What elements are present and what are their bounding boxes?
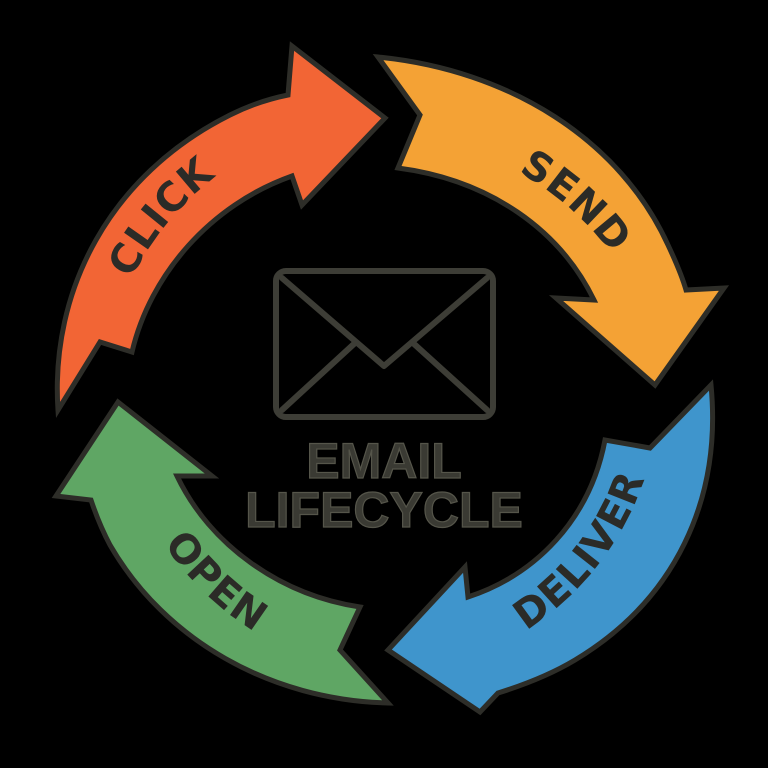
center-title-line1: EMAIL (306, 433, 462, 489)
send-arrow (372, 53, 730, 389)
stage-open: OPEN (51, 398, 394, 706)
center-title-line2: LIFECYCLE (245, 482, 523, 538)
stage-send: SEND (372, 53, 730, 389)
deliver-arrow (384, 379, 716, 716)
click-arrow (54, 41, 389, 418)
open-arrow (51, 398, 394, 706)
envelope-icon (273, 268, 496, 420)
stage-click: CLICK (54, 41, 389, 418)
